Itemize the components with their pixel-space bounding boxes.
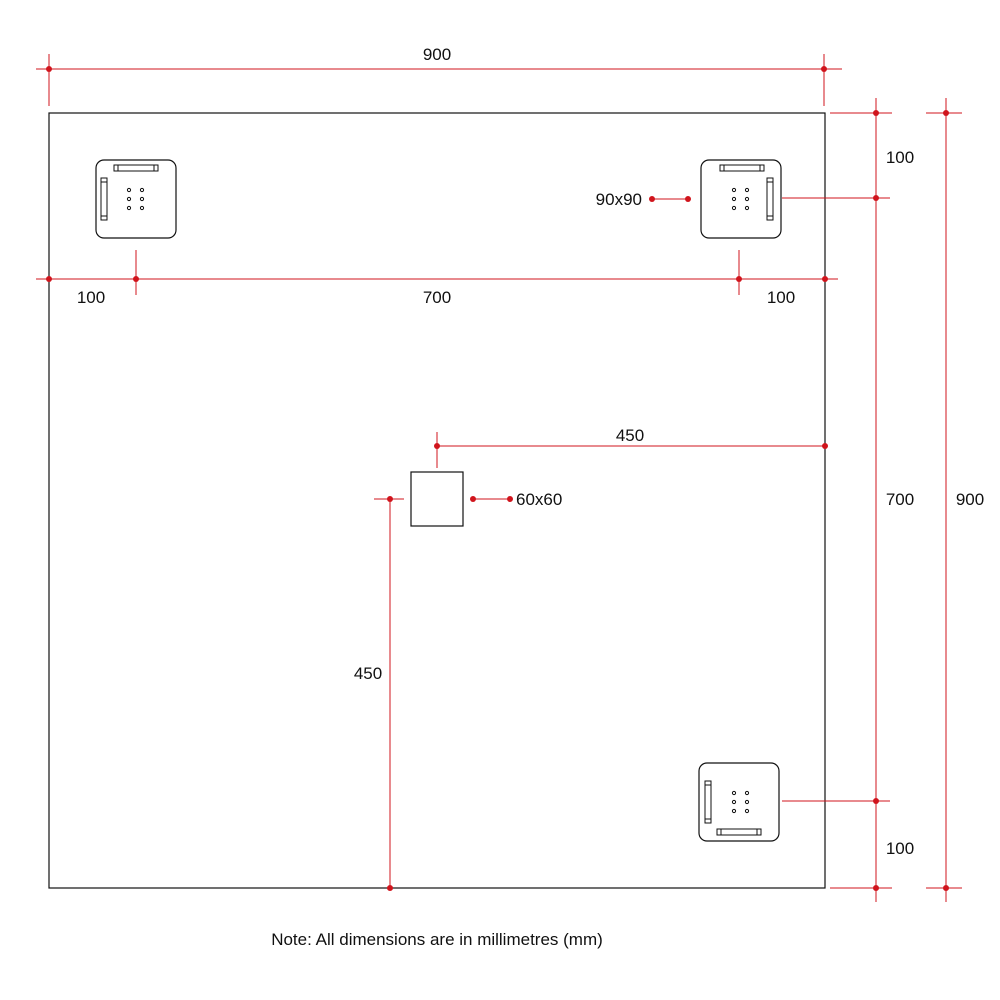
right-offset-label: 100 bbox=[767, 288, 795, 307]
center-vertical-label: 450 bbox=[354, 664, 382, 683]
bracket-top-left bbox=[95, 159, 177, 239]
right-center-span-label: 700 bbox=[886, 490, 914, 509]
units-note: Note: All dimensions are in millimetres … bbox=[271, 930, 603, 949]
center-horizontal-label: 450 bbox=[616, 426, 644, 445]
bracket-size-label: 90x90 bbox=[596, 190, 642, 209]
bracket-size-callout: 90x90 bbox=[596, 190, 691, 209]
bracket-top-right bbox=[700, 159, 782, 239]
center-box-callout: 60x60 bbox=[470, 490, 562, 509]
panel-outline bbox=[48, 112, 826, 889]
top-width-dimension: 900 bbox=[36, 45, 842, 106]
center-box bbox=[410, 471, 464, 527]
overall-height-dimension: 900 bbox=[926, 98, 984, 902]
center-box-size-label: 60x60 bbox=[516, 490, 562, 509]
center-vertical-dimension: 450 bbox=[354, 496, 404, 891]
bracket-bottom-right bbox=[698, 762, 780, 842]
overall-height-label: 900 bbox=[956, 490, 984, 509]
top-width-label: 900 bbox=[423, 45, 451, 64]
right-bottom-offset-label: 100 bbox=[886, 839, 914, 858]
right-stacked-dimension: 100 700 100 bbox=[782, 98, 914, 902]
right-top-offset-label: 100 bbox=[886, 148, 914, 167]
center-span-label: 700 bbox=[423, 288, 451, 307]
left-offset-label: 100 bbox=[77, 288, 105, 307]
center-horizontal-dimension: 450 bbox=[434, 426, 828, 468]
bracket-spacing-dimension: 100 700 100 bbox=[36, 250, 838, 307]
